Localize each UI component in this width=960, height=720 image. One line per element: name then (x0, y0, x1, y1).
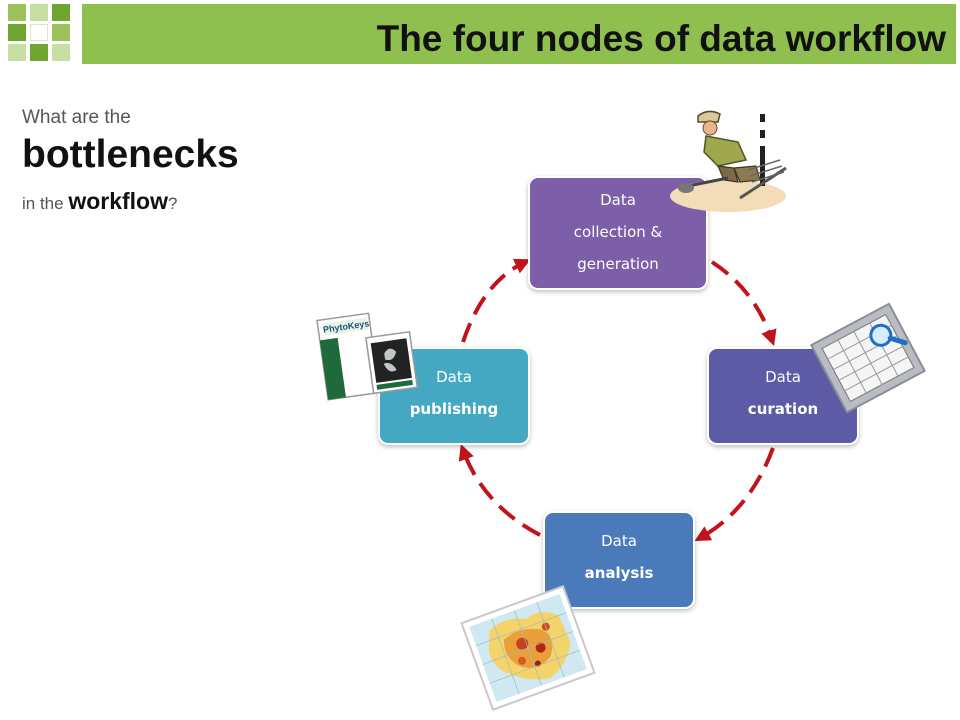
title-bar: The four nodes of data workflow (82, 4, 956, 64)
node-analysis-line2: analysis (584, 564, 654, 582)
node-data-analysis: Data analysis (545, 513, 693, 607)
field-worker-icon (670, 110, 787, 212)
node-analysis-line1: Data (601, 532, 637, 550)
arrow-collection-to-curation (710, 260, 777, 347)
node-curation-line2: curation (747, 400, 819, 418)
node-publishing-line2: publishing (409, 400, 499, 418)
journal-cover-icon: PhytoKeys (316, 312, 419, 401)
europe-heatmap-icon (460, 585, 596, 711)
question-intro: What are the (22, 107, 131, 128)
node-collection-line2: collection & (573, 223, 663, 241)
question-suffix: ? (167, 194, 178, 213)
logo-icon (8, 4, 74, 62)
question-keyword: workflow (68, 188, 168, 214)
arrow-analysis-to-publishing (458, 443, 541, 537)
node-curation-line1: Data (765, 368, 801, 386)
question-line: in the workflow? (22, 188, 177, 215)
node-collection-line1: Data (600, 191, 636, 209)
question-prefix: in the (22, 194, 69, 213)
arrow-publishing-to-collection (461, 258, 531, 343)
question-emphasis: bottlenecks (22, 133, 239, 176)
node-publishing-line1: Data (436, 368, 472, 386)
node-collection-line3: generation (577, 255, 659, 273)
arrow-curation-to-analysis (694, 447, 775, 542)
page-title: The four nodes of data workflow (376, 18, 946, 59)
spreadsheet-magnifier-icon (809, 302, 927, 414)
